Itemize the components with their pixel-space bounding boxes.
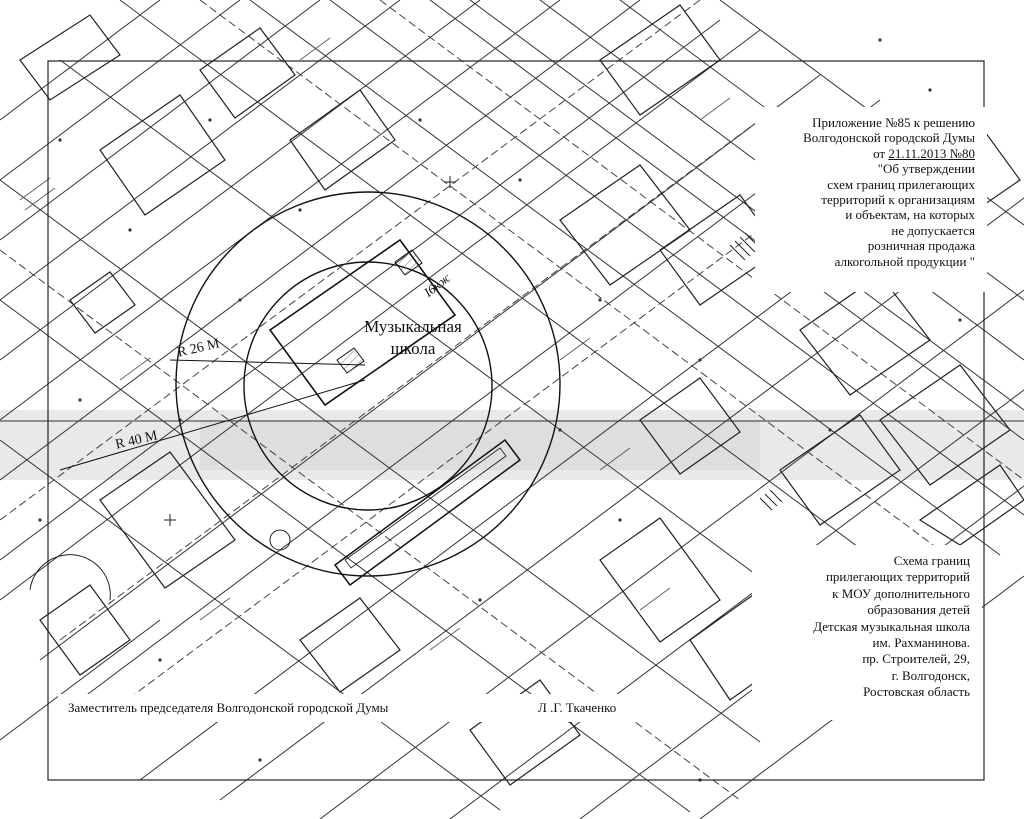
appendix-line4: "Об утверждении [877, 161, 975, 177]
annotation-ticks [19, 37, 911, 651]
appendix-line8: не допускается [891, 222, 975, 238]
school-label-line1: Музыкальная [364, 317, 462, 336]
radius-40-line [59, 379, 366, 471]
school-label-line2: школа [390, 339, 436, 358]
appendix-line7: и объектам, на которых [845, 207, 975, 223]
appendix-line1: Приложение №85 к решению [812, 115, 975, 130]
school-building [268, 238, 457, 407]
scheme-caption: Схема границ прилегающих территорий к МО… [752, 545, 982, 720]
scheme-line3: к МОУ дополнительного [832, 585, 970, 601]
appendix-date-line: от 21.11.2013 №80 [755, 146, 975, 161]
scheme-line5: Детская музыкальная школа [813, 618, 970, 634]
appendix-caption: Приложение №85 к решению Волгодонской го… [755, 107, 987, 292]
scheme-line9: Ростовская область [863, 684, 970, 700]
roundabout-arc [29, 554, 111, 601]
radius-26-line [169, 359, 366, 366]
scan-band-dark [200, 420, 760, 470]
signature-role: Заместитель председателя Волгодонской го… [68, 700, 389, 715]
boundary-circle-26m [243, 261, 493, 511]
long-building [333, 438, 522, 587]
scheme-line1: Схема границ [893, 553, 970, 568]
appendix-line2: Волгодонской городской Думы [803, 130, 975, 146]
scheme-line7: пр. Строителей, 29, [862, 651, 970, 667]
appendix-date: 21.11.2013 №80 [888, 145, 975, 161]
appendix-line6: территорий к организациям [821, 192, 975, 208]
boundary-circle-40m [175, 191, 561, 577]
appendix-line9: розничная продажа [867, 238, 975, 254]
school-label: Музыкальная школа [348, 316, 478, 360]
well-symbol [269, 529, 291, 551]
appendix-line5: схем границ прилегающих [827, 176, 975, 192]
appendix-date-prefix: от [873, 145, 889, 161]
scheme-line2: прилегающих территорий [825, 569, 970, 585]
signature-name: Л .Г. Ткаченко [538, 700, 617, 715]
scheme-line6: им. Рахманинова. [872, 635, 970, 651]
signature-block: Заместитель председателя Волгодонской го… [58, 694, 643, 722]
stairs [729, 232, 783, 511]
scheme-line4: образования детей [867, 602, 970, 618]
scheme-line8: г. Волгодонск, [891, 667, 970, 683]
appendix-line10: алкогольной продукции " [834, 253, 975, 269]
